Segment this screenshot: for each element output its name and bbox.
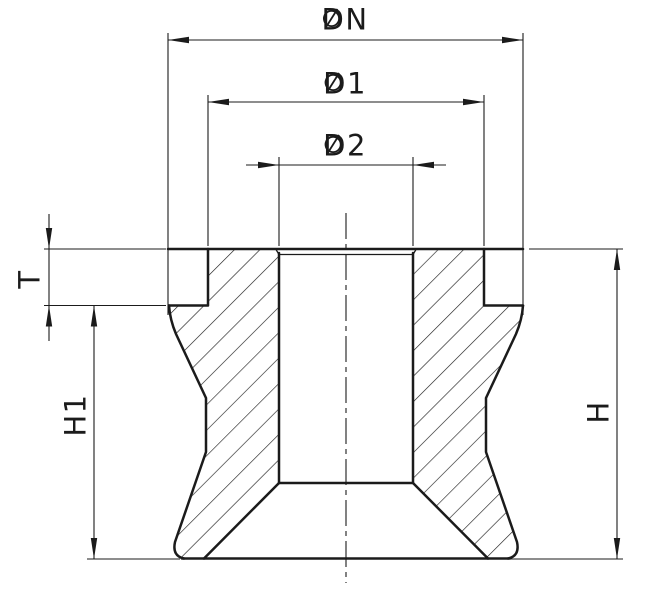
dim-label-h: H [581, 400, 616, 424]
dim-label-d1-text: D1 [323, 66, 367, 101]
dim-label-d2-text: D2 [323, 128, 367, 163]
diameter-icon [322, 8, 340, 29]
dimension-h1 [90, 305, 98, 559]
dim-label-d1: D1 [323, 66, 367, 101]
dim-label-dn-text: DN [321, 2, 369, 37]
dim-label-d2: D2 [323, 128, 367, 163]
dim-label-h1-text: H1 [58, 393, 93, 437]
dimension-dn [168, 36, 523, 44]
dim-label-t-text: T [12, 269, 47, 289]
diameter-icon [324, 72, 342, 93]
dimension-t [45, 214, 53, 341]
diameter-icon [324, 134, 342, 155]
dimension-d2 [246, 161, 446, 169]
dimension-h [613, 249, 621, 559]
dim-label-t: T [12, 269, 47, 289]
dimension-d1 [208, 98, 484, 106]
dim-label-h1: H1 [58, 393, 93, 437]
extension-lines [44, 33, 623, 560]
dim-label-h-text: H [581, 400, 616, 424]
dim-label-dn: DN [321, 2, 369, 37]
